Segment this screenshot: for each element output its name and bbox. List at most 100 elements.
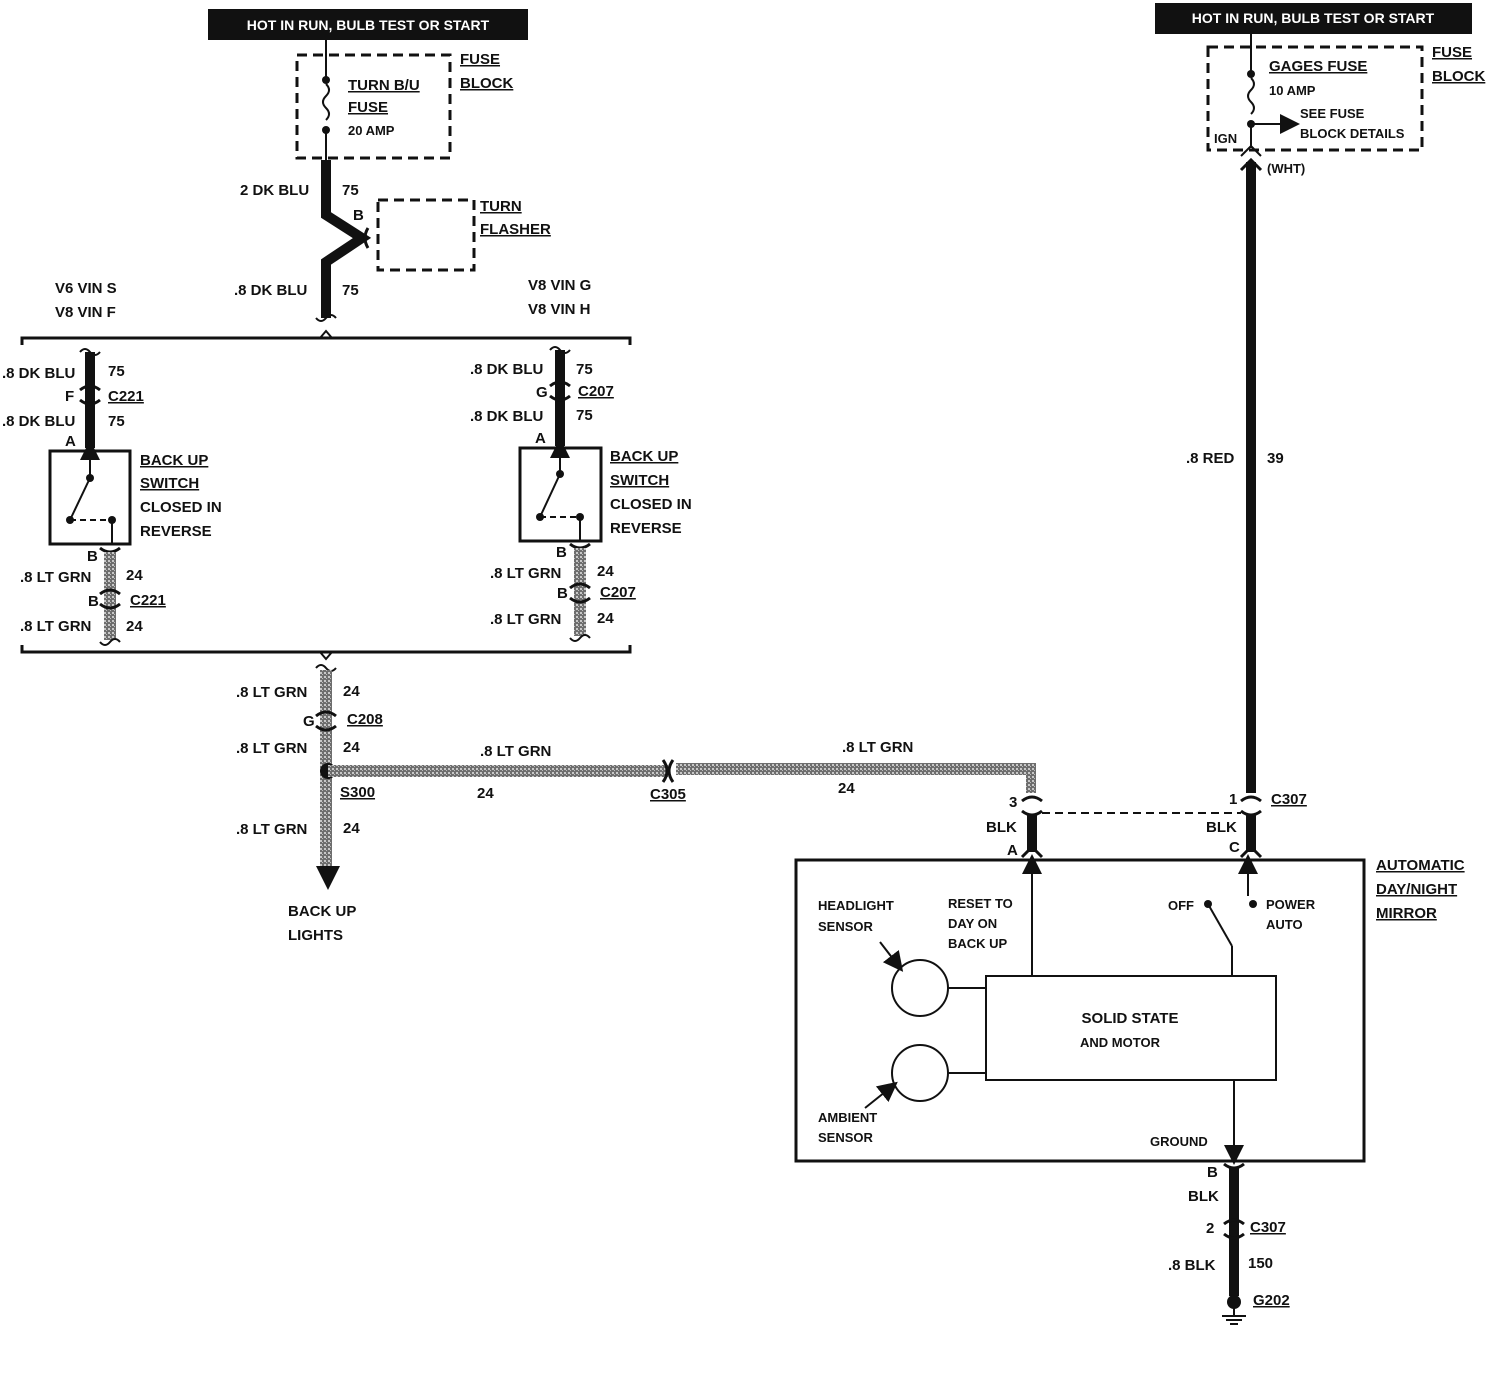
ground-conn-num: 2 (1206, 1220, 1214, 1237)
turn-flasher-label-1: TURN (480, 198, 522, 215)
ground-pin-color: BLK (1188, 1188, 1219, 1205)
pin-1-color: BLK (1206, 819, 1237, 836)
right-switch-label-1: BACK UP (610, 448, 678, 465)
dk-blu-wire-to-flasher (321, 160, 372, 318)
turn-bu-fuse-rating: 20 AMP (348, 123, 395, 138)
left-in-top-gauge: .8 DK BLU (2, 365, 75, 382)
reset-label-3: BACK UP (948, 936, 1008, 951)
left-in-conn-pin: F (65, 388, 74, 405)
left-power-section: HOT IN RUN, BULB TEST OR START TURN B/U … (208, 9, 551, 322)
red-wire-circuit: 39 (1267, 450, 1284, 467)
left-out-top-circuit: 24 (126, 567, 143, 584)
right-power-section: HOT IN RUN, BULB TEST OR START GAGES FUS… (1155, 3, 1485, 793)
right-out-top-circuit: 24 (597, 563, 614, 580)
c307-left-connector (1021, 795, 1043, 817)
automatic-day-night-mirror: 3 BLK A 1 C307 BLK C AUTOMATIC DAY/NIGHT… (794, 791, 1465, 1325)
ground-wire-circuit: 150 (1248, 1255, 1273, 1272)
common-wire-b-circuit: 24 (343, 739, 360, 756)
right-out-conn-name: C207 (600, 584, 636, 601)
left-wire-bottom-circuit: 75 (342, 282, 359, 299)
right-in-bottom-gauge: .8 DK BLU (470, 408, 543, 425)
left-fuse-block-label-2: BLOCK (460, 75, 513, 92)
flasher-terminal (363, 227, 370, 249)
wht-terminal-label: (WHT) (1267, 161, 1305, 176)
mirror-title-1: AUTOMATIC (1376, 857, 1465, 874)
left-fuse-block-label-1: FUSE (460, 51, 500, 68)
flasher-pin: B (353, 207, 364, 224)
left-pin-a: A (65, 433, 76, 450)
horiz-wire-2-gauge: .8 LT GRN (842, 739, 913, 756)
option-bracket-top: V6 VIN S V8 VIN F V8 VIN G V8 VIN H (20, 277, 632, 345)
right-banner-text: HOT IN RUN, BULB TEST OR START (1192, 10, 1435, 26)
c305-label: C305 (650, 786, 686, 803)
horiz-wire-1-gauge: .8 LT GRN (480, 743, 551, 760)
left-in-top-circuit: 75 (108, 363, 125, 380)
horiz-lt-grn-wire-1 (328, 765, 668, 777)
left-backup-branch: .8 DK BLU 75 F C221 .8 DK BLU 75 A BACK … (2, 348, 222, 646)
left-out-top-gauge: .8 LT GRN (20, 569, 91, 586)
turn-bu-fuse-element (322, 83, 330, 121)
switch-auto-label: AUTO (1266, 917, 1303, 932)
ground-label: GROUND (1150, 1134, 1208, 1149)
right-out-conn-pin: B (557, 585, 568, 602)
right-out-bottom-circuit: 24 (597, 610, 614, 627)
headlight-sensor-label-2: SENSOR (818, 919, 874, 934)
common-wire-a-circuit: 24 (343, 683, 360, 700)
right-fuse-block-label-1: FUSE (1432, 44, 1472, 61)
left-in-conn-name: C221 (108, 388, 144, 405)
mirror-switch-blade (1207, 903, 1233, 947)
s300-label: S300 (340, 784, 375, 801)
backup-lights-label-2: LIGHTS (288, 927, 343, 944)
mirror-title-3: MIRROR (1376, 905, 1437, 922)
pin-1-label: 1 (1229, 791, 1237, 808)
common-wire-a-gauge: .8 LT GRN (236, 684, 307, 701)
backup-lights-arrow (316, 866, 340, 890)
gages-fuse-element (1247, 77, 1255, 115)
c221-in-connector (79, 384, 101, 406)
right-in-conn-pin: G (536, 384, 548, 401)
turn-flasher-outline (376, 198, 476, 272)
g202-label: G202 (1253, 1292, 1290, 1309)
left-in-bottom-gauge: .8 DK BLU (2, 413, 75, 430)
right-out-top-gauge: .8 LT GRN (490, 565, 561, 582)
right-switch-label-4: REVERSE (610, 520, 682, 537)
module-label-1: SOLID STATE (1082, 1010, 1179, 1027)
gages-fuse-block-outline (1206, 45, 1424, 152)
left-banner-text: HOT IN RUN, BULB TEST OR START (247, 17, 490, 33)
left-switch-blade (69, 477, 91, 521)
right-switch-label-2: SWITCH (610, 472, 669, 489)
option-bracket-bottom (20, 645, 632, 661)
right-pin-b: B (556, 544, 567, 561)
right-backup-branch: .8 DK BLU 75 G C207 .8 DK BLU 75 A BACK … (470, 346, 692, 642)
left-wire-top-circuit: 75 (342, 182, 359, 199)
ambient-sensor-circle (891, 1044, 949, 1102)
pin-3-label: 3 (1009, 794, 1017, 811)
backup-lights-label-1: BACK UP (288, 903, 356, 920)
right-out-bottom-gauge: .8 LT GRN (490, 611, 561, 628)
turn-bu-fuse-label-2: FUSE (348, 99, 388, 116)
common-backup-circuit: .8 LT GRN 24 G C208 .8 LT GRN 24 S300 .8… (236, 664, 1036, 944)
common-down-circuit: 24 (343, 820, 360, 837)
reset-label-1: RESET TO (948, 896, 1013, 911)
ign-label: IGN (1214, 131, 1237, 146)
left-pin-b: B (87, 548, 98, 565)
c307-label: C307 (1271, 791, 1307, 808)
g202-ground-dot (1227, 1295, 1241, 1309)
right-lt-grn-wire (574, 548, 586, 636)
left-vin-label-2: V8 VIN F (55, 304, 116, 321)
left-wire-top-gauge: 2 DK BLU (240, 182, 309, 199)
pin-3-color: BLK (986, 819, 1017, 836)
left-vin-label-1: V6 VIN S (55, 280, 117, 297)
ground-wire-gauge: .8 BLK (1168, 1257, 1216, 1274)
left-wire-bottom-gauge: .8 DK BLU (234, 282, 307, 299)
right-in-top-gauge: .8 DK BLU (470, 361, 543, 378)
right-in-top-circuit: 75 (576, 361, 593, 378)
mirror-title-2: DAY/NIGHT (1376, 881, 1457, 898)
right-switch-blade (539, 473, 561, 518)
pin-a-label: A (1007, 842, 1018, 859)
left-lt-grn-wire (104, 552, 116, 640)
left-out-conn-name: C221 (130, 592, 166, 609)
right-vin-label-1: V8 VIN G (528, 277, 591, 294)
horiz-lt-grn-wire-2 (676, 763, 1032, 775)
left-switch-label-4: REVERSE (140, 523, 212, 540)
